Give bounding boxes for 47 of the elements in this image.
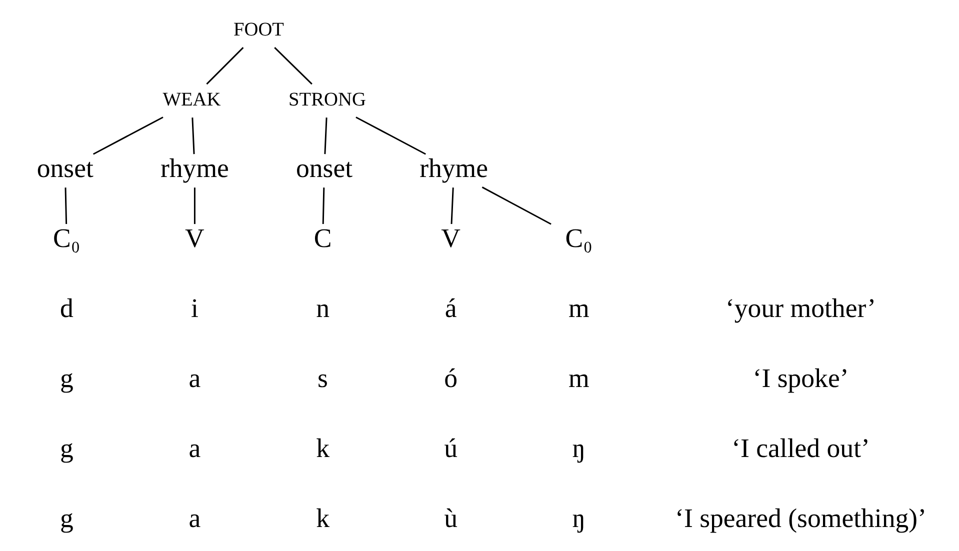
label: m (568, 293, 590, 324)
connector (482, 186, 552, 225)
node-text: WEAK (162, 90, 221, 111)
label: a (188, 503, 201, 534)
label: ‘I spoke’ (752, 363, 849, 394)
node-text: V (185, 223, 204, 254)
label: d (60, 293, 74, 324)
node-text: FOOT (233, 20, 284, 41)
label: ‘your mother’ (725, 293, 876, 324)
label: ŋ (572, 503, 586, 534)
connector (356, 116, 426, 155)
label: ‘I speared (something)’ (675, 503, 927, 534)
connector (274, 47, 312, 85)
connector (64, 188, 68, 224)
label: ù (444, 503, 458, 534)
label: a (188, 433, 201, 464)
label: n (316, 293, 330, 324)
node-text: onset (36, 153, 94, 184)
label: ŋ (572, 433, 586, 464)
node-text: onset (296, 153, 353, 184)
connector (324, 118, 328, 154)
label: ú (444, 433, 458, 464)
node-text: C₀ (53, 223, 80, 254)
connector (322, 188, 325, 224)
label: ‘I called out’ (732, 433, 870, 464)
label: g (60, 503, 74, 534)
node-text: C₀ (565, 223, 593, 254)
connector (450, 188, 454, 224)
label: a (188, 363, 201, 394)
connector (192, 118, 195, 154)
label: ó (444, 363, 458, 394)
label: g (60, 363, 74, 394)
node-text: rhyme (160, 153, 229, 184)
node-text: V (441, 223, 461, 254)
label: s (318, 363, 328, 394)
label: i (190, 293, 198, 324)
node-text: rhyme (420, 153, 488, 184)
connector (206, 47, 244, 85)
connector (194, 188, 196, 224)
node-text: C (314, 223, 332, 254)
label: k (316, 433, 330, 464)
label: á (444, 293, 457, 324)
label: k (316, 503, 330, 534)
node-text: STRONG (288, 90, 366, 111)
label: g (60, 433, 74, 464)
label: m (568, 363, 590, 394)
connector (92, 116, 164, 155)
